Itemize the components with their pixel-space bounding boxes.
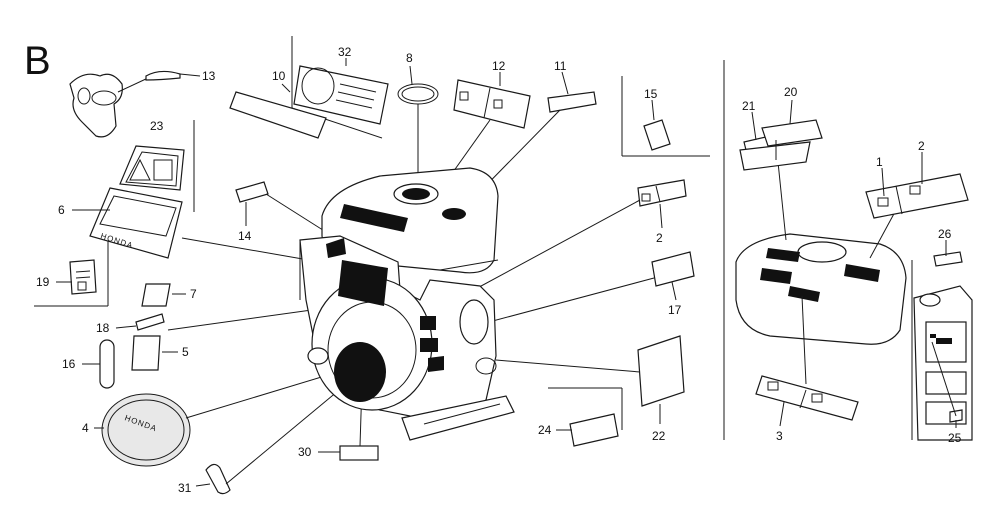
decal-5 xyxy=(131,335,161,371)
callout-16: 16 xyxy=(62,357,76,371)
callout-11: 11 xyxy=(554,59,567,73)
callout-14: 14 xyxy=(238,229,252,243)
section-letter: B xyxy=(24,39,51,83)
callout-20: 20 xyxy=(784,85,798,99)
callout-31: 31 xyxy=(178,481,192,495)
carburetor-part xyxy=(69,73,149,138)
callout-6: 6 xyxy=(58,203,65,217)
decal-19 xyxy=(69,259,97,295)
callout-13: 13 xyxy=(202,69,216,83)
callout-17: 17 xyxy=(668,303,682,317)
honda-emblem-4: HONDA xyxy=(101,393,191,467)
decal-22 xyxy=(637,335,685,407)
honda-panel-6: HONDA xyxy=(89,187,183,259)
decal-1-2-right xyxy=(865,173,969,219)
callout-21: 21 xyxy=(742,99,756,113)
decal-12 xyxy=(453,79,531,129)
callout-32: 32 xyxy=(338,45,352,59)
decal-15 xyxy=(643,119,671,151)
callout-1: 1 xyxy=(876,155,883,169)
decal-14 xyxy=(235,181,327,233)
decal-7 xyxy=(141,283,171,307)
callout-5: 5 xyxy=(182,345,189,359)
decal-16 xyxy=(99,339,115,389)
decal-24 xyxy=(569,413,619,447)
decal-13 xyxy=(145,70,181,81)
callout-24: 24 xyxy=(538,423,552,437)
decal-21-20 xyxy=(739,119,823,171)
decal-32 xyxy=(293,65,389,125)
callout-23: 23 xyxy=(150,119,164,133)
callout-4: 4 xyxy=(82,421,89,435)
decal-31 xyxy=(205,463,231,495)
decal-18 xyxy=(135,313,165,331)
decal-10 xyxy=(229,91,327,139)
warning-decal-23 xyxy=(119,145,185,191)
callout-19: 19 xyxy=(36,275,50,289)
callout-8: 8 xyxy=(406,51,413,65)
callout-26: 26 xyxy=(938,227,952,241)
callout-25: 25 xyxy=(948,431,962,445)
callout-12: 12 xyxy=(492,59,506,73)
callout-22: 22 xyxy=(652,429,666,443)
callout-30: 30 xyxy=(298,445,312,459)
leader-lines xyxy=(56,58,957,487)
decal-2-left xyxy=(637,179,687,207)
callout-15: 15 xyxy=(644,87,658,101)
engine-assembly xyxy=(299,167,515,441)
decal-17 xyxy=(651,251,695,287)
decal-11 xyxy=(547,91,597,113)
control-panel-detail xyxy=(913,251,973,441)
callout-18: 18 xyxy=(96,321,110,335)
decal-30 xyxy=(339,445,379,461)
callout-numbers: 13 23 6 19 7 18 16 5 4 31 30 14 10 32 8 … xyxy=(36,45,962,495)
callout-10: 10 xyxy=(272,69,286,83)
decal-3 xyxy=(755,375,859,421)
callout-7: 7 xyxy=(190,287,197,301)
callout-2-right: 2 xyxy=(918,139,925,153)
fuel-tank-detail xyxy=(735,161,907,385)
callout-3: 3 xyxy=(776,429,783,443)
callout-2-left: 2 xyxy=(656,231,663,245)
